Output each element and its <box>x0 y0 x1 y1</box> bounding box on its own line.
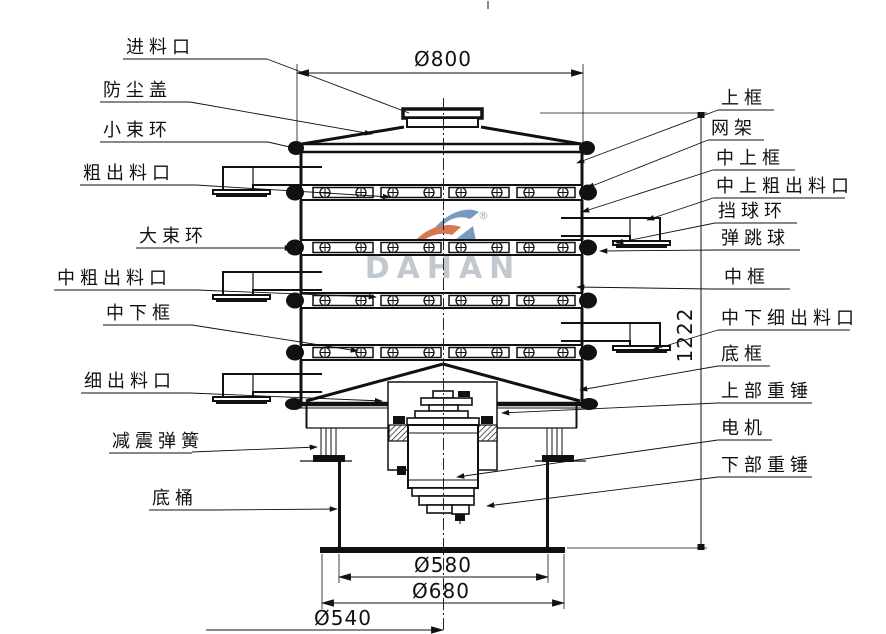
label-bouncing-ball: 弹跳球 <box>599 228 800 254</box>
label-bottom-frame-text: 底框 <box>721 344 767 365</box>
label-motor: 电机 <box>456 418 772 479</box>
label-damping-spring-text: 减震弹簧 <box>112 431 204 452</box>
label-large-clamp-ring: 大束环 <box>136 226 293 251</box>
motor-assembly <box>387 381 498 524</box>
dimension-base-plate-diameter: Ø680 <box>320 554 566 609</box>
machine-drawing <box>212 107 671 553</box>
dim-1222-text: 1222 <box>673 308 697 363</box>
label-lower-weight-text: 下部重锤 <box>721 455 813 476</box>
left-mount-hatch <box>388 424 409 442</box>
label-mid-lower-frame: 中下框 <box>103 303 359 353</box>
fine-outlet-spout <box>212 373 323 405</box>
label-mid-lower-fine-outlet: 中下细出料口 <box>651 308 859 351</box>
label-upper-weight-text: 上部重锤 <box>721 381 813 402</box>
label-mesh-frame-text: 网架 <box>711 118 757 139</box>
label-large-clamp-ring-text: 大束环 <box>139 226 208 247</box>
label-upper-frame: 上框 <box>576 88 774 164</box>
base-barrel-drawing <box>320 461 565 553</box>
label-bouncing-ball-text: 弹跳球 <box>721 228 790 249</box>
label-base-barrel-text: 底桶 <box>152 488 198 509</box>
dust-cover-drawing <box>301 125 582 146</box>
label-lower-weight: 下部重锤 <box>486 455 813 508</box>
label-mesh-frame: 网架 <box>586 118 764 189</box>
small-clamp-ring-drawing <box>288 141 595 155</box>
clamp-band-1 <box>286 185 597 201</box>
clamp-band-2 <box>286 240 597 256</box>
label-upper-frame-text: 上框 <box>721 88 767 109</box>
label-bottom-frame: 底框 <box>579 344 770 392</box>
dimension-bottom-left-diameter: Ø540 <box>206 606 445 634</box>
label-motor-text: 电机 <box>721 418 767 439</box>
dim-540-text: Ø540 <box>314 606 372 630</box>
label-mid-upper-frame: 中上框 <box>581 148 795 213</box>
dimension-top-diameter: Ø800 <box>295 47 585 146</box>
label-ball-stop-ring-text: 挡球环 <box>718 201 787 222</box>
label-coarse-outlet-text: 粗出料口 <box>83 163 175 184</box>
registered-mark: ® <box>478 209 489 222</box>
dimension-total-height: 1222 <box>540 112 707 550</box>
logo-swoosh-blue <box>432 209 479 232</box>
right-mount-hatch <box>477 424 498 442</box>
label-feed-inlet: 进料口 <box>123 37 410 114</box>
damping-springs-drawing <box>300 428 586 462</box>
label-middle-frame-text: 中框 <box>724 267 770 288</box>
label-mid-upper-coarse-outlet: 中上粗出料口 <box>646 176 854 221</box>
label-damping-spring: 减震弹簧 <box>109 431 318 454</box>
label-fine-outlet-text: 细出料口 <box>84 371 176 392</box>
label-mid-coarse-outlet: 中粗出料口 <box>54 268 377 300</box>
dim-580-text: Ø580 <box>414 553 472 577</box>
label-feed-inlet-text: 进料口 <box>126 37 195 58</box>
dim-800-text: Ø800 <box>414 47 472 71</box>
label-upper-weight: 上部重锤 <box>501 381 813 416</box>
label-small-clamp-ring: 小束环 <box>100 120 295 149</box>
bottom-frame-cone <box>285 362 598 429</box>
label-fine-outlet: 细出料口 <box>81 371 383 404</box>
label-coarse-outlet: 粗出料口 <box>80 163 391 200</box>
label-ball-stop-ring: 挡球环 <box>615 201 797 245</box>
label-mid-lower-frame-text: 中下框 <box>106 303 175 324</box>
label-small-clamp-ring-text: 小束环 <box>103 120 172 141</box>
right-flange-bolt <box>481 416 493 424</box>
label-middle-frame: 中框 <box>576 267 790 290</box>
label-mid-lower-fine-outlet-text: 中下细出料口 <box>721 308 859 329</box>
label-mid-upper-coarse-outlet-text: 中上粗出料口 <box>716 176 854 197</box>
motor-body-drawing <box>397 424 479 489</box>
brand-watermark: DAHAN <box>365 251 522 286</box>
left-flange-bolt <box>393 416 405 424</box>
label-base-barrel: 底桶 <box>149 488 338 512</box>
feed-inlet-drawing <box>401 107 484 128</box>
label-dust-cover: 防尘盖 <box>100 80 373 136</box>
dim-680-text: Ø680 <box>412 579 470 603</box>
label-mid-coarse-outlet-text: 中粗出料口 <box>57 268 172 289</box>
label-dust-cover-text: 防尘盖 <box>103 80 172 101</box>
logo-swoosh-orange <box>416 224 461 243</box>
dimension-barrel-diameter: Ø580 <box>337 553 550 583</box>
label-mid-upper-frame-text: 中上框 <box>716 148 785 169</box>
